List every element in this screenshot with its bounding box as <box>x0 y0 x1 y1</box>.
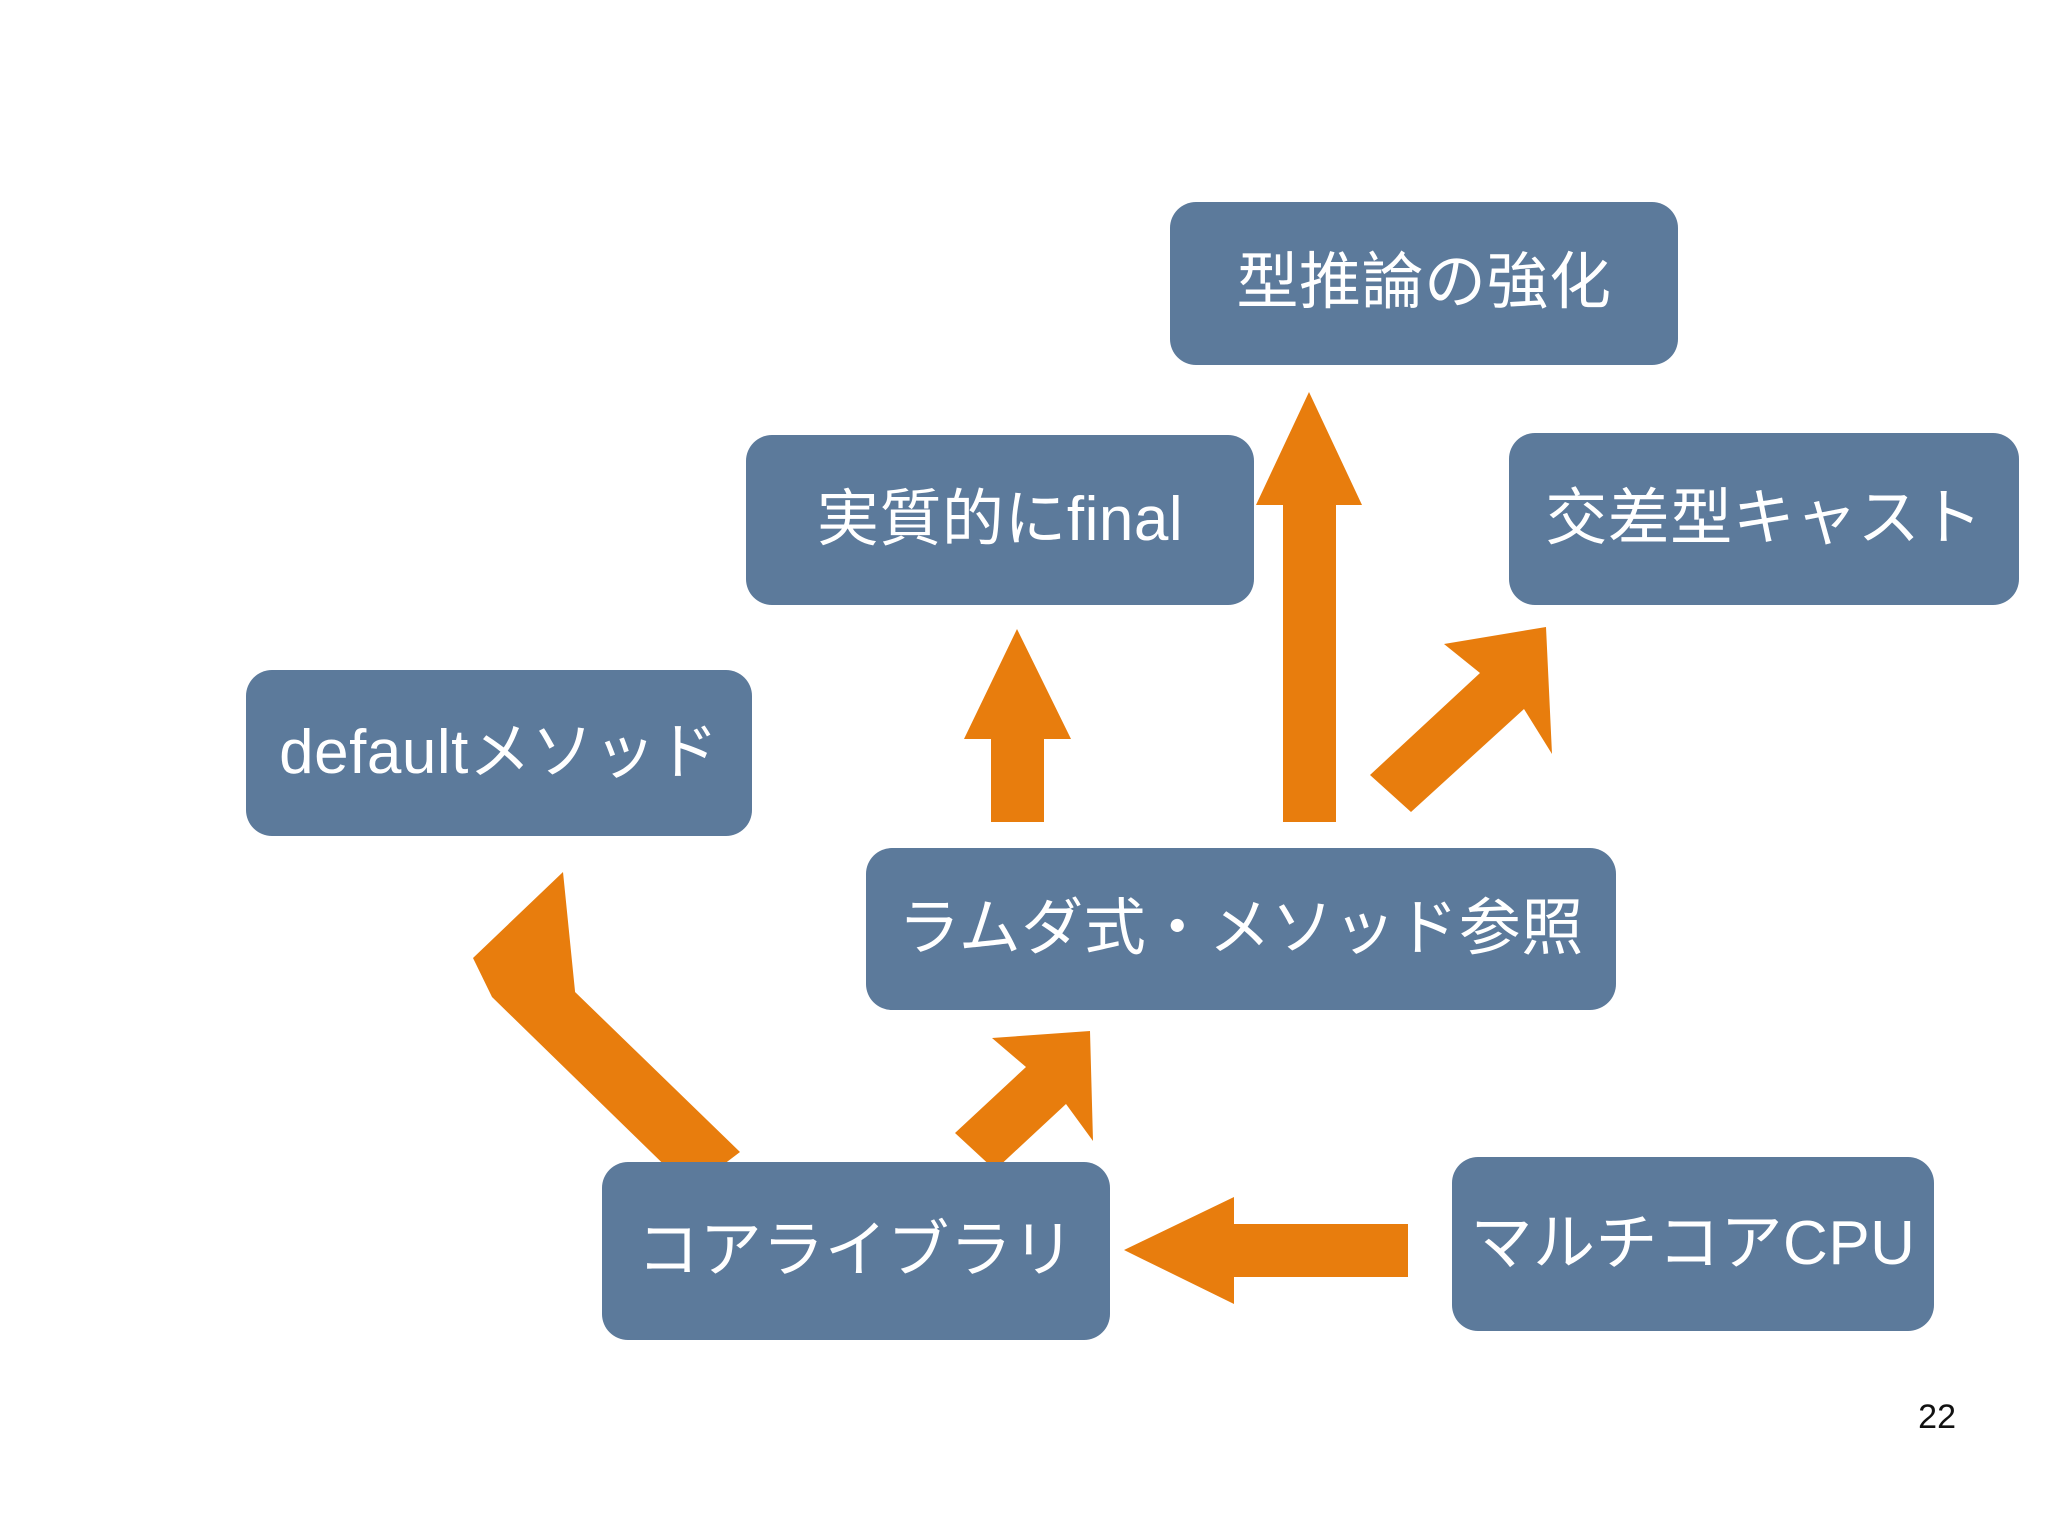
node-default-method[interactable]: defaultメソッド <box>246 670 752 836</box>
node-label: 交差型キャスト <box>1545 483 1983 553</box>
arrow-lambda-to-type-inference <box>1256 392 1362 822</box>
node-type-inference[interactable]: 型推論の強化 <box>1170 202 1678 365</box>
node-effectively-final[interactable]: 実質的にfinal <box>746 435 1254 605</box>
node-label: defaultメソッド <box>279 717 719 787</box>
page-number: 22 <box>1918 1398 1956 1436</box>
node-label: 型推論の強化 <box>1236 248 1612 318</box>
node-lambda-method-ref[interactable]: ラムダ式・メソッド参照 <box>866 848 1616 1010</box>
node-intersection-cast[interactable]: 交差型キャスト <box>1509 433 2019 605</box>
node-label: コアライブラリ <box>637 1215 1075 1285</box>
arrow-core-library-to-default-method <box>473 872 740 1190</box>
node-core-library[interactable]: コアライブラリ <box>602 1162 1110 1340</box>
node-label: マルチコアCPU <box>1470 1208 1916 1278</box>
arrow-lambda-to-effectively-final <box>964 629 1071 822</box>
node-multicore-cpu[interactable]: マルチコアCPU <box>1452 1157 1934 1331</box>
node-label: 実質的にfinal <box>816 484 1184 554</box>
arrow-core-library-to-lambda <box>955 1031 1093 1170</box>
node-label: ラムダ式・メソッド参照 <box>898 893 1584 963</box>
arrow-lambda-to-intersection-cast <box>1370 627 1552 812</box>
arrow-multicore-to-core-library <box>1124 1197 1408 1304</box>
